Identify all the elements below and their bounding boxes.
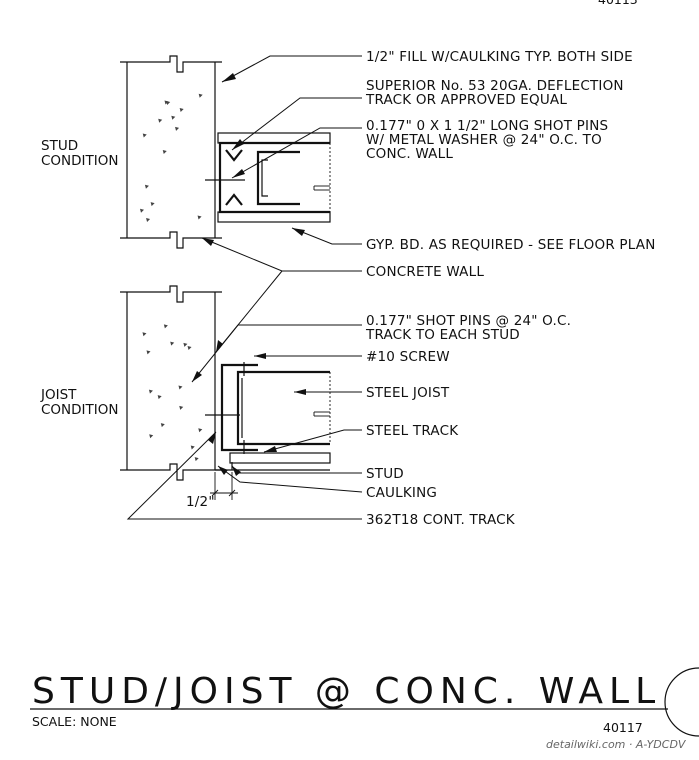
concrete-wall-lower (120, 285, 222, 481)
callout-shot-pins-2: TRACK TO EACH STUD (365, 327, 520, 343)
concrete-speck (149, 434, 154, 439)
concrete-speck (194, 457, 199, 462)
stud-condition-line2: CONDITION (41, 153, 118, 169)
concrete-speck (142, 133, 147, 138)
dimension-label: 1/2" (186, 494, 215, 510)
concrete-speck (160, 423, 165, 428)
concrete-speck (158, 118, 163, 123)
joist-condition-line2: CONDITION (41, 402, 118, 418)
callout-shot-pins-long-2: W/ METAL WASHER @ 24" O.C. TO (366, 132, 602, 148)
concrete-speck (175, 126, 180, 131)
concrete-speck (183, 342, 188, 347)
concrete-speck (139, 208, 144, 213)
scale-label: SCALE: NONE (32, 714, 117, 729)
concrete-speck (179, 405, 184, 410)
callout-shot-pins-long-1: 0.177" 0 X 1 1/2" LONG SHOT PINS (366, 118, 608, 134)
concrete-speck (178, 385, 183, 390)
callout-shot-pins-long-3: CONC. WALL (366, 146, 453, 162)
concrete-speck (150, 202, 155, 207)
concrete-speck (197, 215, 202, 220)
callout-deflection-track-1: SUPERIOR No. 53 20GA. DEFLECTION (366, 78, 624, 94)
callout-concrete-wall: CONCRETE WALL (366, 264, 484, 280)
joist-condition-line1: JOIST (40, 387, 77, 403)
stud-assembly-upper (205, 132, 331, 223)
concrete-speck (190, 445, 195, 450)
concrete-speck (179, 108, 184, 113)
cropped-sheet-number: 40113 (598, 0, 638, 7)
callout-fill-caulking: 1/2" FILL W/CAULKING TYP. BOTH SIDE (366, 49, 633, 65)
callout-steel-joist: STEEL JOIST (366, 385, 450, 401)
concrete-speck (142, 332, 147, 337)
joist-assembly-lower (205, 362, 331, 500)
sheet-number: 40117 (603, 720, 643, 735)
concrete-speck (198, 93, 203, 98)
concrete-speck (148, 389, 153, 394)
stud-condition-line1: STUD (41, 138, 78, 154)
concrete-speck (170, 341, 175, 346)
callout-cont-track: 362T18 CONT. TRACK (366, 512, 516, 528)
leader-arrowheads (192, 73, 306, 476)
concrete-speck (166, 101, 171, 106)
detail-bubble (664, 667, 699, 737)
concrete-speck (144, 184, 149, 189)
watermark: detailwiki.com · A-YDCDV (546, 738, 687, 751)
concrete-speck (157, 395, 162, 400)
concrete-wall-upper (120, 55, 222, 249)
callout-gyp-bd: GYP. BD. AS REQUIRED - SEE FLOOR PLAN (366, 237, 656, 253)
callout-deflection-track-2: TRACK OR APPROVED EQUAL (365, 92, 567, 108)
drawing-title: STUD/JOIST @ CONC. WALL (32, 671, 661, 712)
callout-steel-track: STEEL TRACK (366, 423, 459, 439)
callout-stud: STUD (366, 466, 404, 482)
concrete-speck (162, 150, 167, 155)
callout-screw: #10 SCREW (366, 349, 450, 365)
callout-caulking: CAULKING (366, 485, 437, 501)
concrete-speck (187, 346, 192, 351)
concrete-speck (198, 428, 203, 433)
concrete-speck (163, 324, 168, 329)
callout-shot-pins-1: 0.177" SHOT PINS @ 24" O.C. (366, 313, 571, 329)
concrete-speck (146, 350, 151, 355)
concrete-speck (146, 217, 151, 222)
concrete-speck (171, 115, 176, 120)
